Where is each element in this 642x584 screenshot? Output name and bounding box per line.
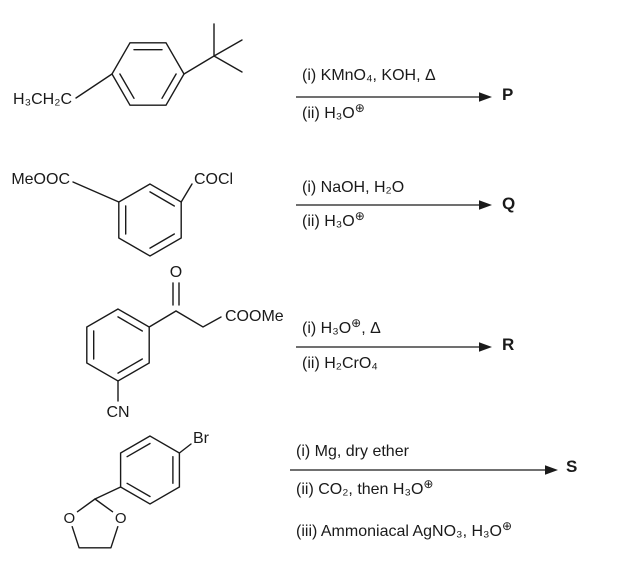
aromatic-double-bonds <box>119 49 177 99</box>
reaction-arrow-1 <box>296 92 492 102</box>
condition-text: (ii) H₂CrO₄ <box>302 355 378 372</box>
ethyl-group-label: H₃CH₂C <box>13 91 72 108</box>
condition-text: (ii) H₃O <box>302 213 355 230</box>
tert-butyl-bonds <box>183 23 243 75</box>
structure-meooc-cocl-benzene: MeOOC COCl <box>11 171 233 257</box>
nitrile-group-label: CN <box>106 404 129 421</box>
aromatic-double-bonds <box>125 191 175 249</box>
acyl-chloride-label: COCl <box>194 171 233 188</box>
oxygen-right-label: O <box>115 510 127 527</box>
condition-text: (iii) Ammoniacal AgNO₃, H₃O <box>296 523 502 540</box>
carbonyl-oxygen-label: O <box>170 264 182 281</box>
product-label-r: R <box>502 335 515 354</box>
oplus-superscript: ⊕ <box>351 316 362 330</box>
conditions-below-reaction-2: (ii) H₃O⊕ <box>302 209 365 232</box>
ester-group-label: MeOOC <box>11 171 70 188</box>
conditions-below-reaction-1: (ii) H₃O⊕ <box>302 101 365 124</box>
conditions-above-reaction-4: (i) Mg, dry ether <box>296 442 409 462</box>
reaction-arrow-3 <box>296 342 492 352</box>
condition-text: (ii) CO₂, then H₃O <box>296 481 424 498</box>
reaction-arrow-2 <box>296 200 492 210</box>
condition-text: (i) H₃O <box>302 320 352 337</box>
aromatic-double-bonds <box>93 316 143 374</box>
dioxolane-ring-bonds <box>71 498 119 549</box>
keto-ester-chain-bonds <box>148 310 222 328</box>
structure-tert-butyl-ethylbenzene: H₃CH₂C <box>13 23 243 108</box>
conditions-below2-reaction-4: (iii) Ammoniacal AgNO₃, H₃O⊕ <box>296 519 513 542</box>
aromatic-double-bonds <box>126 442 174 498</box>
structure-cyanophenyl-ketoester: O COOMe CN <box>86 264 284 421</box>
oxygen-left-label: O <box>63 510 75 527</box>
benzene-ring <box>119 435 181 505</box>
benzene-ring <box>86 308 150 382</box>
product-label-p: P <box>502 85 514 104</box>
conditions-above-reaction-3: (i) H₃O⊕, Δ <box>302 316 381 339</box>
condition-text: (i) KMnO₄, KOH, Δ <box>302 67 436 84</box>
condition-text: (i) Mg, dry ether <box>296 443 409 460</box>
arrow-head <box>479 200 492 210</box>
product-label-s: S <box>566 457 578 476</box>
carbonyl-double-bond <box>172 282 180 306</box>
dioxolane-attach-bond <box>94 486 122 500</box>
oplus-superscript: ⊕ <box>423 477 434 491</box>
arrow-head <box>479 92 492 102</box>
reaction-arrow-4 <box>290 465 558 475</box>
conditions-below-reaction-3: (ii) H₂CrO₄ <box>302 354 378 374</box>
structure-bromophenyl-dioxolane: Br O O <box>63 430 210 549</box>
benzene-ring <box>118 183 182 257</box>
arrow-head <box>479 342 492 352</box>
condition-text: (i) NaOH, H₂O <box>302 179 405 196</box>
conditions-below-reaction-4: (ii) CO₂, then H₃O⊕ <box>296 477 434 500</box>
benzene-ring <box>111 42 185 106</box>
oplus-superscript: ⊕ <box>354 101 365 115</box>
condition-text: (ii) H₃O <box>302 105 355 122</box>
oplus-superscript: ⊕ <box>501 519 513 533</box>
product-label-q: Q <box>502 194 516 213</box>
arrow-head <box>545 465 558 475</box>
oplus-superscript: ⊕ <box>354 209 365 223</box>
conditions-above-reaction-2: (i) NaOH, H₂O <box>302 178 404 198</box>
condition-text: , Δ <box>361 320 381 337</box>
bromine-label: Br <box>193 430 210 447</box>
bromine-bond <box>178 443 192 454</box>
ethyl-bond <box>75 73 113 99</box>
acyl-chloride-bond <box>180 183 193 203</box>
ester-bond <box>72 181 120 203</box>
conditions-above-reaction-1: (i) KMnO₄, KOH, Δ <box>302 66 436 86</box>
ester-group-label: COOMe <box>225 308 284 325</box>
